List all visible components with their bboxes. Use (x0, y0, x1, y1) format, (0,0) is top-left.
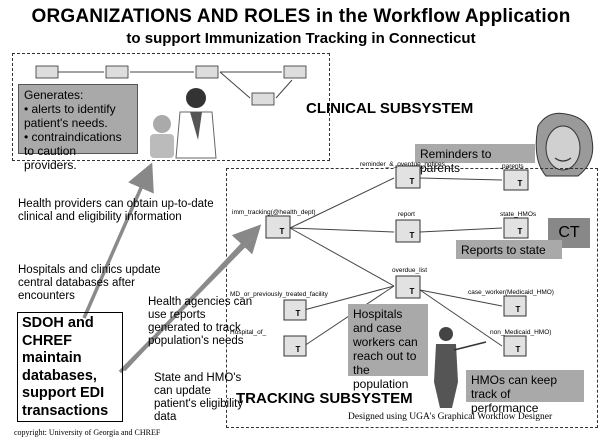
sdoh-text: SDOH and CHREF maintain databases, suppo… (22, 315, 109, 419)
sdoh-box: SDOH and CHREF maintain databases, suppo… (17, 312, 123, 422)
copyright-note: copyright: University of Georgia and CHR… (14, 428, 161, 437)
label-state-hmos: state_HMOs (500, 211, 537, 218)
reports-callout: Reports to state (456, 240, 562, 259)
task-glyph: T (410, 177, 415, 186)
task-glyph: T (518, 227, 523, 236)
clinical-subsystem-label: CLINICAL SUBSYSTEM (306, 100, 474, 117)
task-glyph: T (296, 309, 301, 318)
label-case-worker: case_worker(Medicaid_HMO) (468, 289, 554, 296)
reminders-callout: Reminders to parents (415, 144, 535, 175)
node-md (283, 299, 307, 321)
tracking-subsystem-label: TRACKING SUBSYSTEM (236, 390, 413, 407)
node-imm-tracking (265, 215, 291, 239)
node-overdue (395, 275, 421, 299)
label-parents: parents (502, 163, 524, 170)
task-glyph: T (410, 231, 415, 240)
clinical-node (35, 65, 59, 79)
clinical-subsystem-box (12, 53, 330, 161)
label-reminder: reminder_&_overdue_notices (360, 161, 446, 168)
note-health-providers: Health providers can obtain up-to-date c… (18, 198, 214, 223)
node-state-hmos (503, 217, 529, 239)
note-health-agencies: Health agencies can use reports generate… (148, 296, 253, 347)
generates-title: Generates: (24, 88, 84, 102)
designer-note: Designed using UGA's Graphical Workflow … (348, 412, 553, 422)
node-reminder (395, 165, 421, 189)
note-state-hmo: State and HMO's can update patient's eli… (154, 372, 244, 423)
note-hospitals-clinics: Hospitals and clinics update central dat… (18, 264, 161, 302)
task-glyph: T (296, 345, 301, 354)
node-report (395, 219, 421, 243)
task-glyph: T (280, 227, 285, 236)
label-imm: imm_tracking(@health_dept) (232, 209, 316, 216)
generates-item-contraindications: • contraindications to caution providers… (24, 130, 122, 172)
label-overdue: overdue_list (392, 267, 427, 274)
label-non-medicaid: non_Medicaid_HMO) (490, 329, 551, 336)
label-md: MD_or_previously_treated_facility (230, 291, 329, 298)
page-title: ORGANIZATIONS AND ROLES in the Workflow … (31, 6, 571, 27)
hmos-callout: HMOs can keep track of performance (466, 370, 584, 415)
node-parents (503, 169, 529, 191)
task-glyph: T (518, 179, 523, 188)
node-non-medicaid (503, 335, 527, 357)
clinical-node (195, 65, 219, 79)
task-glyph: T (516, 305, 521, 314)
clinical-node (283, 65, 307, 79)
hospitals-callout: Hospitals and case workers can reach out… (348, 304, 428, 391)
task-glyph: T (410, 287, 415, 296)
task-glyph: T (516, 345, 521, 354)
generates-callout: Generates: • alerts to identify patient'… (18, 84, 138, 172)
clinical-node (105, 65, 129, 79)
clinical-node (251, 92, 275, 106)
node-case-worker (503, 295, 527, 317)
node-hospital (283, 335, 307, 357)
page-subtitle: to support Immunization Tracking in Conn… (126, 30, 476, 47)
label-hospital: Hospital_of_ (230, 329, 267, 336)
label-report: report (398, 211, 415, 218)
generates-item-alerts: • alerts to identify patient's needs. (24, 102, 116, 130)
